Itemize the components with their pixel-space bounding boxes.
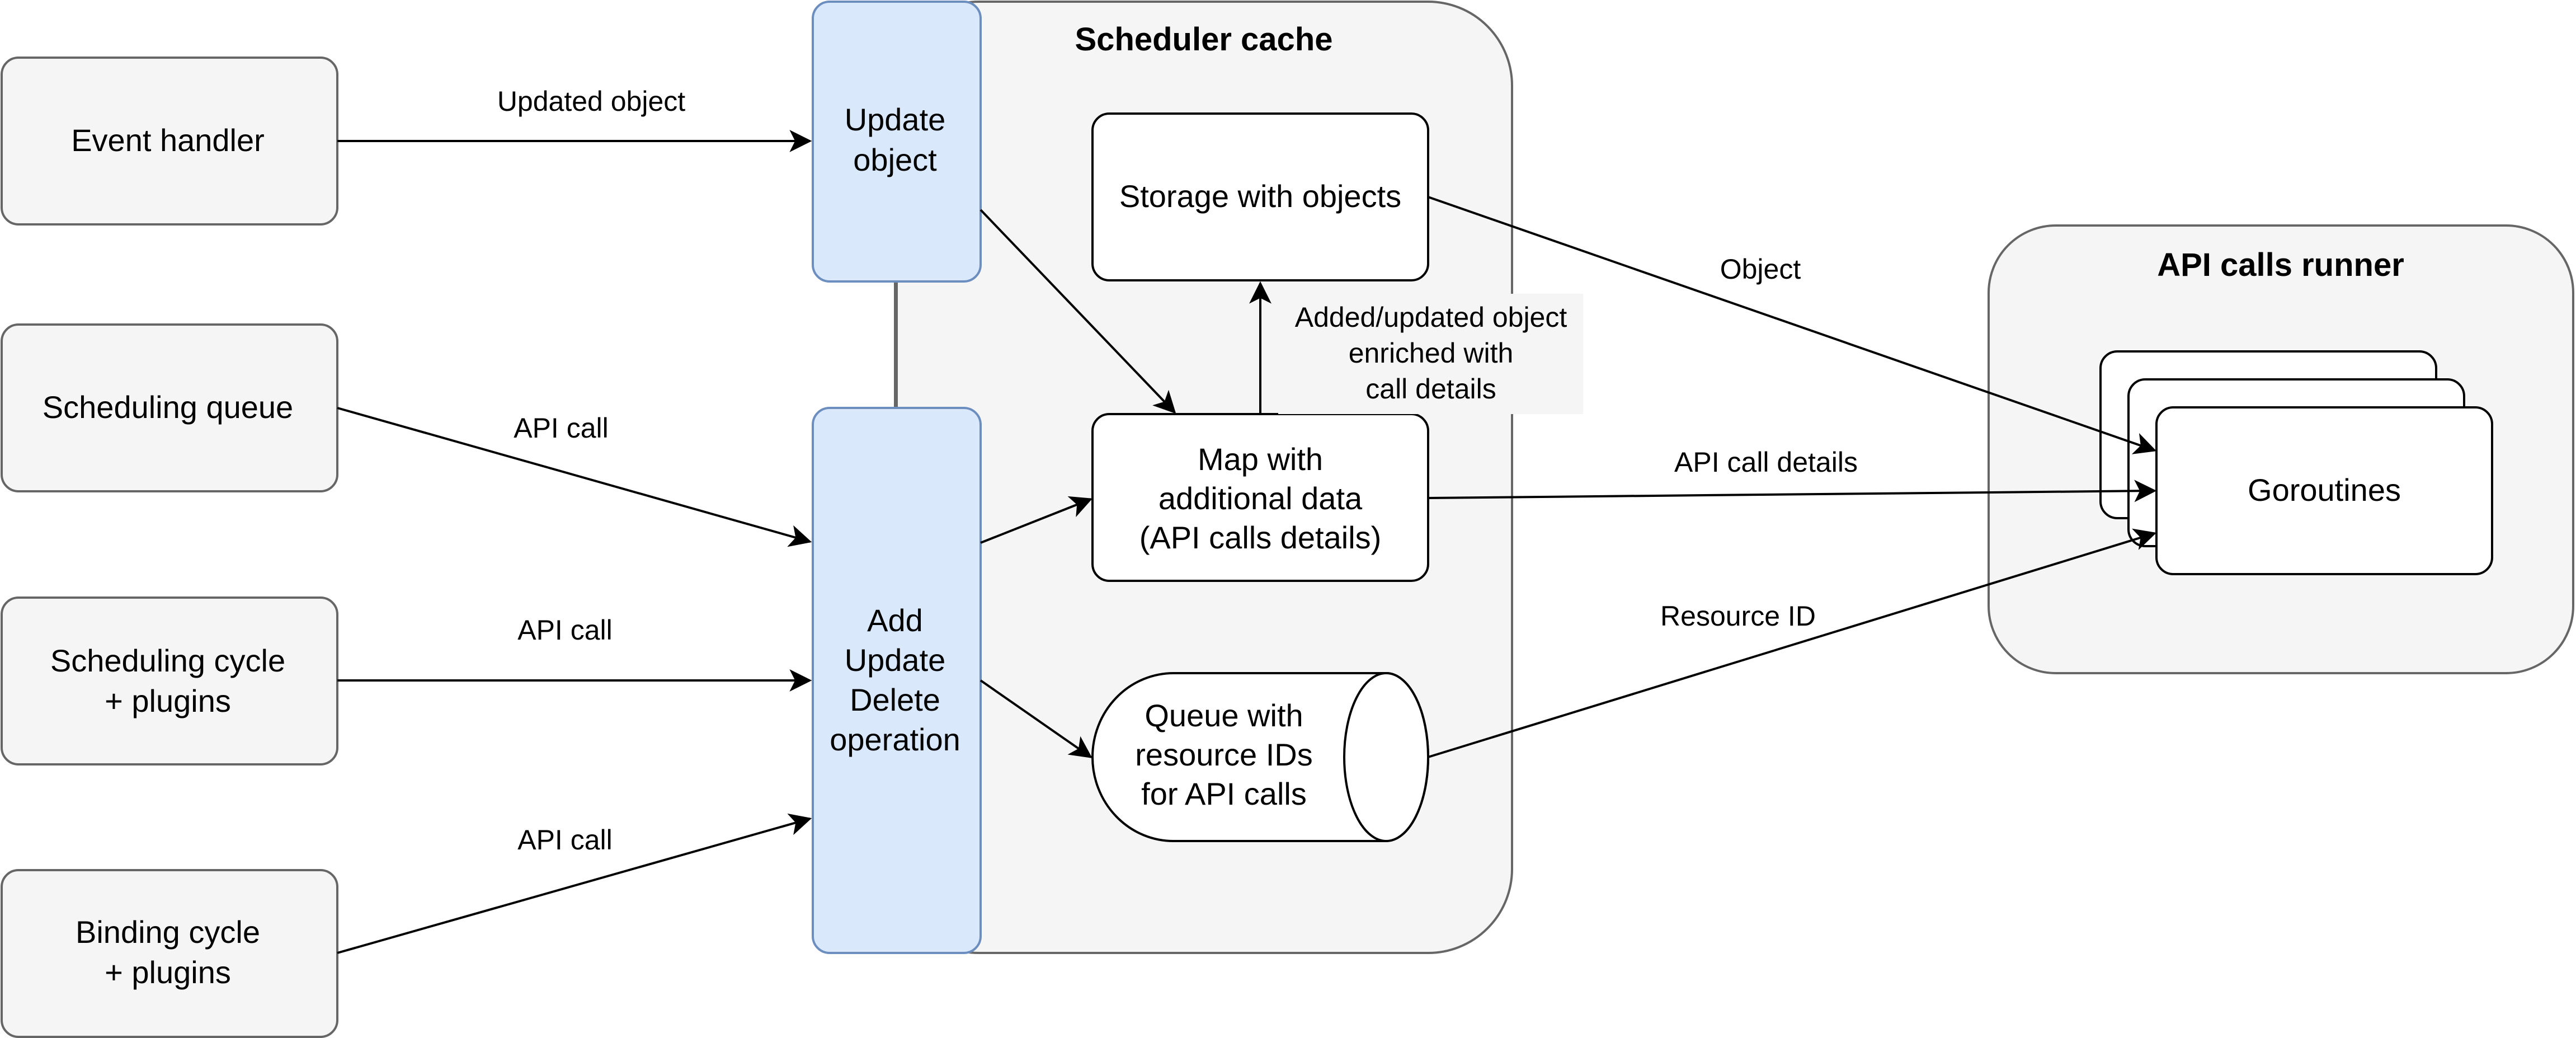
- update-object-label-1: Update: [845, 102, 946, 137]
- operation-label-1: Add: [867, 603, 923, 638]
- goroutines-node: Goroutines: [2099, 350, 2493, 575]
- binding-cycle-node: Binding cycle + plugins: [1, 869, 338, 1038]
- storage-node: Storage with objects: [1091, 112, 1429, 281]
- operation-label-3: Delete: [850, 682, 940, 717]
- edge-operation-to-queue: [979, 679, 1092, 758]
- storage-label: Storage with objects: [1119, 179, 1401, 214]
- scheduling-cycle-node: Scheduling cycle + plugins: [1, 597, 338, 765]
- map-label-3: (API calls details): [1139, 520, 1382, 555]
- scheduling-cycle-label-1: Scheduling cycle: [50, 643, 285, 678]
- enriched-label-bg: [1278, 294, 1583, 414]
- edge-operation-to-map: [980, 496, 1093, 544]
- api-calls-runner-title: API calls runner: [2157, 247, 2404, 283]
- scheduling-cycle-label-2: + plugins: [105, 683, 231, 718]
- update-object-label-2: object: [853, 142, 937, 177]
- edge-queue-to-operation: [337, 407, 812, 547]
- edge-labels: Updated object API call API call API cal…: [497, 86, 1858, 856]
- label-api-call-details: API call details: [1674, 447, 1858, 478]
- edge-update-to-map: [979, 209, 1176, 414]
- queue-cylinder-end: [1343, 672, 1429, 842]
- add-update-delete-node: Add Update Delete operation: [812, 407, 982, 954]
- label-enriched-1: Added/updated object: [1295, 302, 1567, 333]
- event-handler-node: Event handler: [1, 57, 338, 226]
- map-label-2: additional data: [1159, 481, 1363, 516]
- label-enriched-2: enriched with: [1349, 337, 1514, 369]
- edge-storage-to-goroutines: [1428, 196, 2157, 454]
- label-api-call-1: API call: [514, 412, 609, 444]
- binding-cycle-label-1: Binding cycle: [76, 914, 260, 950]
- edge-queue-to-goroutines: [1428, 528, 2157, 758]
- event-handler-label: Event handler: [71, 123, 265, 158]
- label-object: Object: [1720, 253, 1801, 285]
- queue-label-2: resource IDs: [1135, 737, 1312, 772]
- map-node: Map with additional data (API calls deta…: [1091, 413, 1429, 582]
- label-updated-object: Updated object: [497, 86, 685, 117]
- edge-map-to-goroutines: [1428, 480, 2157, 502]
- queue-label-1: Queue with: [1145, 698, 1303, 733]
- binding-cycle-label-2: + plugins: [105, 955, 231, 990]
- queue-node: Queue with resource IDs for API calls: [1091, 672, 1429, 842]
- scheduling-queue-label: Scheduling queue: [43, 389, 293, 425]
- label-resource-id: Resource ID: [1660, 600, 1816, 632]
- queue-label-3: for API calls: [1141, 776, 1307, 811]
- edges: [337, 130, 2157, 954]
- label-api-call-3: API call: [517, 824, 613, 856]
- label-api-call-2: API call: [517, 614, 613, 646]
- operation-label-4: operation: [830, 722, 960, 757]
- update-object-node: Update object: [812, 1, 982, 283]
- scheduling-queue-node: Scheduling queue: [1, 323, 338, 492]
- operation-label-2: Update: [845, 642, 946, 678]
- map-label-1: Map with: [1198, 441, 1323, 477]
- scheduler-cache-title: Scheduler cache: [1075, 21, 1333, 58]
- edge-binding-to-operation: [337, 813, 812, 954]
- label-enriched-3: call details: [1365, 373, 1496, 405]
- goroutines-label: Goroutines: [2248, 472, 2401, 508]
